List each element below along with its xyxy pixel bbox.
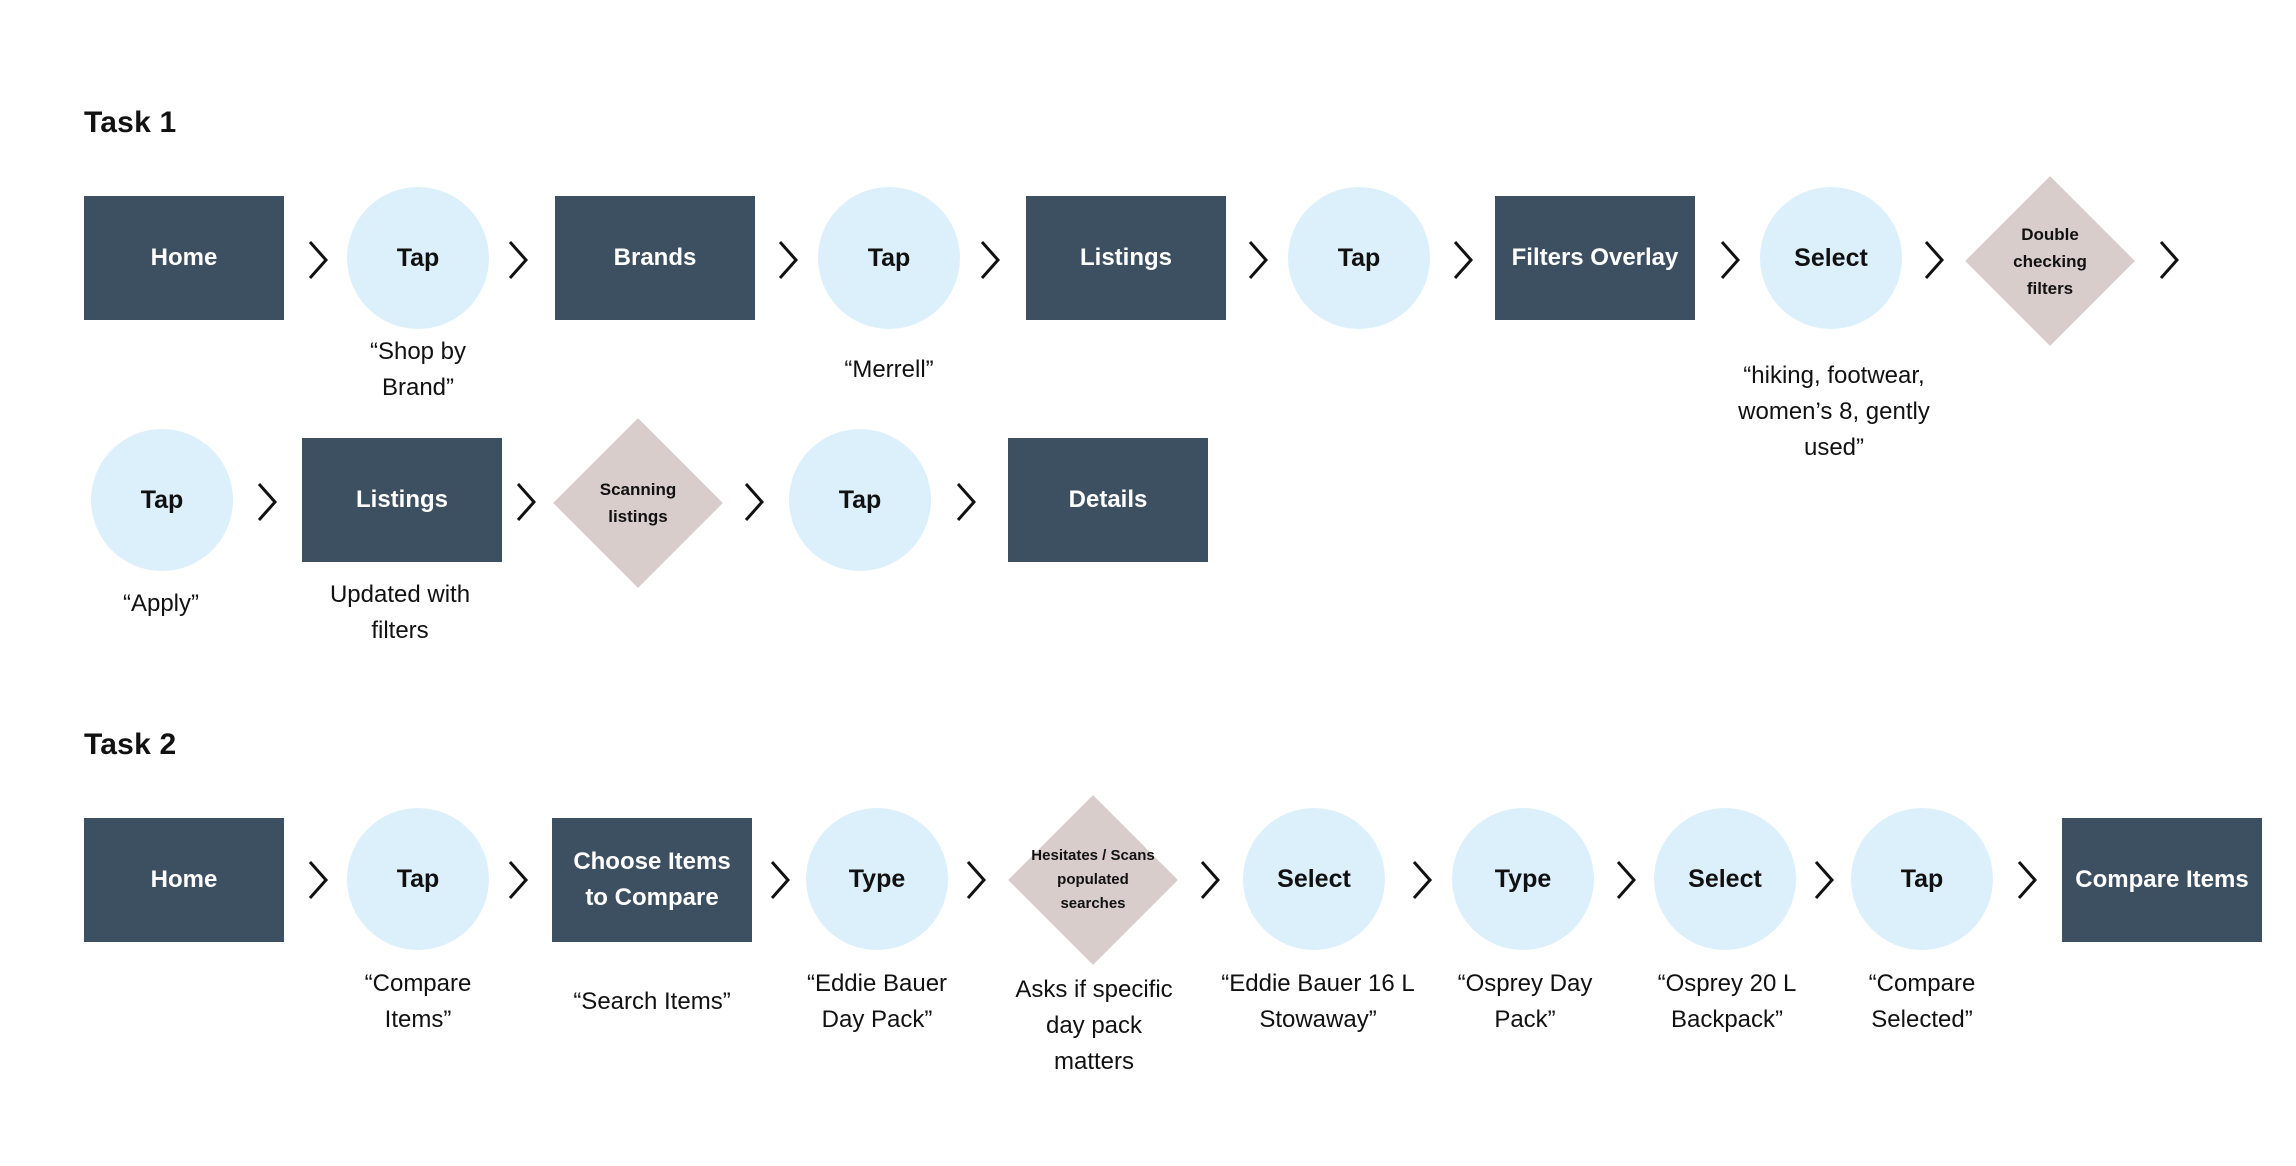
flow-arrow	[966, 861, 987, 899]
flow-arrow	[778, 241, 799, 279]
screen-compare-items: Compare Items	[2062, 818, 2262, 942]
decision-double-checking-filters: Double checking filters	[1965, 176, 2135, 346]
action-select: Select	[1760, 187, 1902, 329]
action-select: Select	[1654, 808, 1796, 950]
action-tap: Tap	[347, 808, 489, 950]
flow-arrow	[1248, 241, 1269, 279]
flow-arrow	[1616, 861, 1637, 899]
task-2-title: Task 2	[84, 728, 177, 761]
caption-eddie-bauer-16: “Eddie Bauer 16 L Stowaway”	[1221, 970, 1415, 1033]
flow-arrow	[2159, 241, 2180, 279]
flow-arrow	[770, 861, 791, 899]
flow-arrow	[1412, 861, 1433, 899]
screen-choose-items-to-compare: Choose Items to Compare	[552, 818, 752, 942]
action-type: Type	[1452, 808, 1594, 950]
caption-filters-selected: “hiking, footwear, women’s 8, gently use…	[1738, 362, 1930, 461]
flow-arrow	[516, 483, 537, 521]
flow-arrow	[980, 241, 1001, 279]
decision-scanning-listings: Scanning listings	[553, 418, 723, 588]
caption-compare-items: “Compare Items”	[364, 970, 472, 1033]
caption-search-items: “Search Items”	[573, 988, 731, 1015]
screen-home: Home	[84, 818, 284, 942]
decision-hesitates: Hesitates / Scans populated searches	[1008, 795, 1178, 965]
flow-arrow	[1814, 861, 1835, 899]
action-select: Select	[1243, 808, 1385, 950]
flow-arrow	[956, 483, 977, 521]
task-1-title: Task 1	[84, 106, 177, 139]
screen-details: Details	[1008, 438, 1208, 562]
action-tap: Tap	[818, 187, 960, 329]
caption-osprey-day-pack: “Osprey Day Pack”	[1457, 970, 1593, 1033]
action-tap: Tap	[1288, 187, 1430, 329]
flow-arrow	[257, 483, 278, 521]
flow-arrow	[1924, 241, 1945, 279]
flow-arrow	[1200, 861, 1221, 899]
action-type: Type	[806, 808, 948, 950]
screen-home: Home	[84, 196, 284, 320]
decision-label: Scanning listings	[599, 480, 677, 526]
caption-merrell: “Merrell”	[844, 356, 934, 383]
screen-filters-overlay: Filters Overlay	[1495, 196, 1695, 320]
decision-label: Double checking filters	[2013, 224, 2087, 298]
caption-apply: “Apply”	[122, 590, 200, 617]
screen-listings-updated: Listings	[302, 438, 502, 562]
action-tap: Tap	[1851, 808, 1993, 950]
caption-osprey-20: “Osprey 20 L Backpack”	[1657, 970, 1797, 1033]
action-tap: Tap	[91, 429, 233, 571]
action-tap: Tap	[789, 429, 931, 571]
flow-arrow	[1720, 241, 1741, 279]
flow-arrow	[1453, 241, 1474, 279]
caption-eddie-bauer-day-pack: “Eddie Bauer Day Pack”	[806, 970, 948, 1033]
caption-shop-by-brand: “Shop by Brand”	[369, 338, 467, 401]
flow-arrow	[308, 241, 329, 279]
screen-listings: Listings	[1026, 196, 1226, 320]
caption-compare-selected: “Compare Selected”	[1868, 970, 1976, 1033]
caption-updated-with-filters: Updated with filters	[329, 581, 471, 644]
action-tap: Tap	[347, 187, 489, 329]
screen-brands: Brands	[555, 196, 755, 320]
flow-arrow	[508, 241, 529, 279]
flow-arrow	[308, 861, 329, 899]
caption-asks-if-specific: Asks if specific day pack matters	[1015, 976, 1173, 1075]
flow-arrow	[2017, 861, 2038, 899]
decision-label: Hesitates / Scans populated searches	[1031, 847, 1155, 912]
flow-arrow	[508, 861, 529, 899]
flow-arrow	[744, 483, 765, 521]
